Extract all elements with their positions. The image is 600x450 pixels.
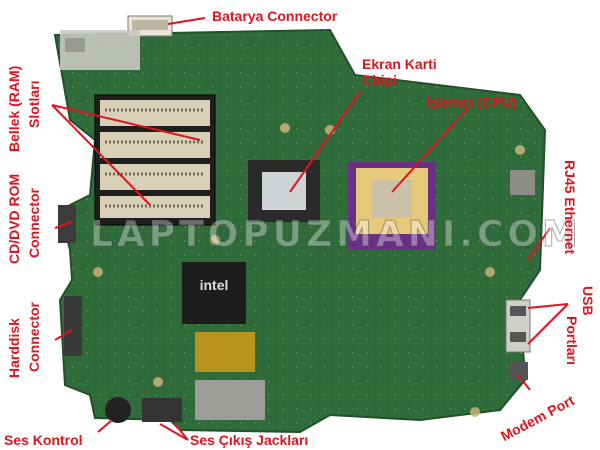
label-usb-line2: Portları: [564, 316, 580, 366]
intel-chipset: intel: [182, 262, 246, 324]
intel-chip-label: intel: [200, 277, 229, 293]
watermark-text: LAPTOPUZMANI.COM: [90, 214, 582, 256]
label-gpu-line2: Chipi: [362, 72, 397, 88]
hdd-connector-hw: [64, 296, 82, 356]
annotation-arrows: [51, 17, 569, 441]
label-cpu: İşlemci (CPU): [426, 94, 517, 110]
cpu-socket: [348, 162, 436, 250]
label-usb-line1: USB: [580, 286, 596, 316]
label-battery-connector: Batarya Connector: [212, 8, 338, 24]
label-gpu-line1: Ekran Karti: [362, 56, 437, 72]
label-volume-control: Ses Kontrol: [4, 432, 83, 448]
volume-knob: [105, 397, 131, 423]
label-optical-line2: Connector: [26, 188, 42, 258]
modem-port-hw: [510, 362, 528, 380]
label-rj45-ethernet: RJ45 Ethernet: [562, 160, 578, 255]
rj45-port: [510, 170, 535, 195]
label-hdd-line1: Harddisk: [6, 318, 22, 378]
ram-slots: [94, 94, 216, 226]
label-audio-jacks: Ses Çıkış Jackları: [190, 432, 309, 448]
label-ram-line1: Bellek (RAM): [6, 65, 22, 152]
label-ram-line2: Slotları: [26, 80, 42, 128]
audio-jacks-hw: [142, 398, 182, 422]
label-optical-line1: CD/DVD ROM: [6, 173, 22, 264]
gpu-chip: [248, 160, 320, 222]
label-hdd-line2: Connector: [26, 302, 42, 372]
